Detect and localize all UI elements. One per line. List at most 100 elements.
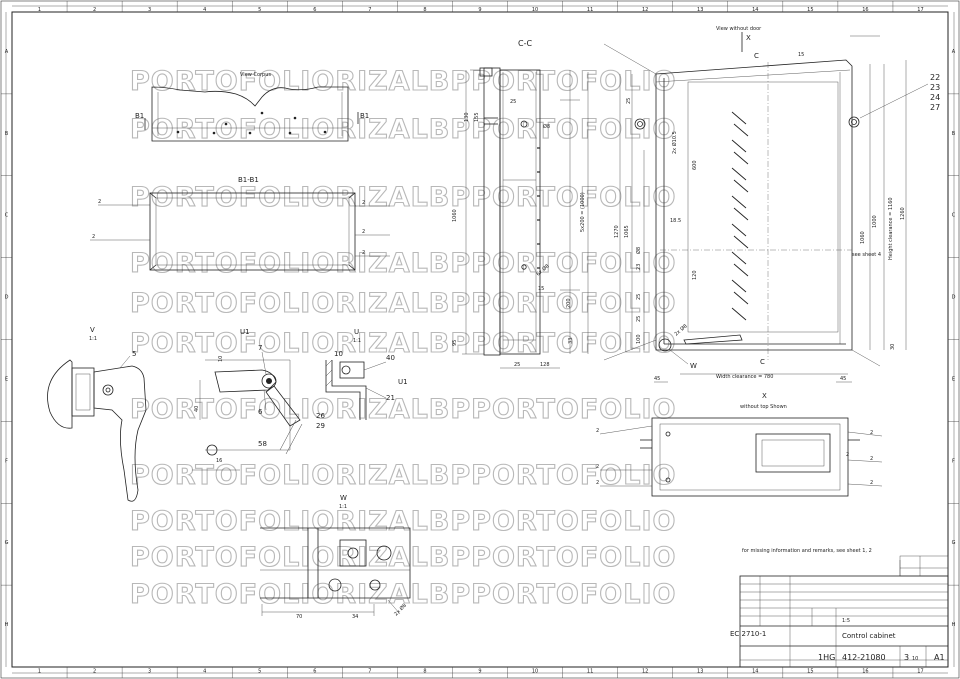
- frame-column-number: 6: [313, 7, 316, 13]
- frame-column-number: 2: [93, 7, 96, 13]
- watermark-text: PORTOFOLIORIZALBPPORTOFOLIO: [130, 66, 676, 97]
- dim: 155: [474, 112, 480, 122]
- view-corpus-title: View Corpus: [240, 72, 271, 78]
- dim: 1270: [614, 225, 620, 238]
- watermark-text: PORTOFOLIORIZALBPPORTOFOLIO: [130, 394, 676, 425]
- dim: 2: [362, 200, 365, 206]
- dim: 1000: [872, 215, 878, 228]
- dim: 25: [514, 362, 520, 368]
- frame-column-number: 17: [917, 669, 923, 675]
- callout: 26: [316, 412, 325, 420]
- dim: 2: [596, 428, 599, 434]
- dim: 25: [636, 294, 642, 300]
- dim: 30: [890, 344, 896, 350]
- frame-row-letter: C: [952, 213, 956, 219]
- callout: 29: [316, 422, 325, 430]
- watermark-text: PORTOFOLIORIZALBPPORTOFOLIO: [130, 288, 676, 319]
- dim: 1065: [624, 225, 630, 238]
- frame-column-number: 2: [93, 669, 96, 675]
- dim: 40: [194, 406, 200, 412]
- dim: 1260: [900, 207, 906, 220]
- dim: 2: [870, 456, 873, 462]
- title-block-sheets-total: 10: [912, 656, 918, 662]
- title-block-drawing-number: 412-21080: [842, 653, 886, 662]
- left-code: EC 2710-1: [730, 630, 766, 638]
- detail-w-scale: 1:1: [339, 504, 347, 510]
- frame-row-letter: B: [5, 131, 9, 137]
- frame-row-letter: H: [952, 622, 956, 628]
- frame-row-letter: F: [952, 458, 955, 464]
- title-block-sheet: 3: [904, 653, 909, 662]
- frame-column-number: 9: [478, 669, 481, 675]
- frame-column-number: 12: [642, 7, 648, 13]
- watermark-text: PORTOFOLIORIZALBPPORTOFOLIO: [130, 506, 676, 537]
- frame-row-letter: B: [952, 131, 956, 137]
- section-marker-c-bottom: C: [760, 358, 765, 366]
- callout: 58: [258, 440, 267, 448]
- frame-column-number: 7: [368, 7, 371, 13]
- dim: 16: [216, 458, 222, 464]
- frame-column-number: 8: [423, 669, 426, 675]
- dim: 2: [870, 480, 873, 486]
- dim: 25: [626, 98, 632, 104]
- frame-column-number: 11: [587, 669, 593, 675]
- view-front-without-door: View without door X C 15: [603, 26, 940, 383]
- frame-column-number: 14: [752, 7, 758, 13]
- dim: 95: [452, 340, 458, 346]
- dim: 2: [846, 452, 849, 458]
- frame-column-number: 1: [38, 669, 41, 675]
- frame-column-number: 6: [313, 669, 316, 675]
- detail-w-title: W: [340, 494, 347, 502]
- dim: Ø8: [543, 123, 550, 130]
- missing-info-note: for missing information and remarks, see…: [742, 548, 872, 554]
- dim: 130: [464, 112, 470, 122]
- watermark-text: PORTOFOLIORIZALBPPORTOFOLIO: [130, 328, 676, 359]
- frame-column-number: 5: [258, 7, 261, 13]
- dim: 200: [566, 298, 572, 308]
- detail-v: V 1:1 5: [47, 326, 147, 502]
- callout: 23: [930, 83, 940, 92]
- frame-row-letter: F: [5, 458, 8, 464]
- view-front-title: View without door: [716, 26, 762, 32]
- dim: 2: [362, 250, 365, 256]
- frame-column-number: 10: [532, 669, 538, 675]
- dim: 34: [352, 614, 358, 620]
- dim: 2: [870, 430, 873, 436]
- dim: 2: [362, 229, 365, 235]
- watermark-text: PORTOFOLIORIZALBPPORTOFOLIO: [130, 182, 676, 213]
- dim: 2: [596, 480, 599, 486]
- title-block-title: Control cabinet: [842, 632, 896, 640]
- dim: 45: [840, 376, 846, 382]
- detail-v-scale: 1:1: [89, 336, 97, 342]
- title-block: EC 2710-1 Control cabinet 1HG 412-21080 …: [730, 555, 949, 668]
- frame-column-number: 13: [697, 7, 703, 13]
- frame-row-letter: G: [952, 540, 956, 546]
- frame-row-letter: D: [5, 295, 9, 301]
- dim: 33: [568, 338, 574, 344]
- frame-column-number: 3: [148, 669, 151, 675]
- frame-column-number: 15: [807, 7, 813, 13]
- dim: 25: [636, 316, 642, 322]
- frame-row-letter: D: [952, 295, 956, 301]
- dim-width-clearance: Width clearance = 780: [716, 374, 773, 380]
- view-x-title: X: [762, 392, 767, 400]
- frame-column-number: 17: [917, 7, 923, 13]
- detail-u-scale: 1:1: [353, 338, 361, 344]
- column-ticks: 1122334455667788991010111112121313141415…: [38, 1, 924, 678]
- frame-row-letter: E: [952, 376, 955, 382]
- frame-row-letter: A: [952, 49, 956, 55]
- dim: Ø8: [635, 247, 642, 254]
- dim: 2: [92, 234, 95, 240]
- watermark-text: PORTOFOLIORIZALBPPORTOFOLIO: [130, 248, 676, 279]
- title-block-company: 1HG: [818, 653, 835, 662]
- dim: 5x200 = (1000): [580, 192, 586, 232]
- dim: 2: [98, 199, 101, 205]
- frame-column-number: 3: [148, 7, 151, 13]
- dim: 100: [636, 334, 642, 344]
- detail-u-title: U: [354, 328, 359, 336]
- title-block-scale: 1:5: [842, 618, 850, 624]
- dim: 600: [692, 160, 698, 170]
- view-x-without-top: X without top Shown 2 2 2 2 2 2 2: [596, 392, 883, 497]
